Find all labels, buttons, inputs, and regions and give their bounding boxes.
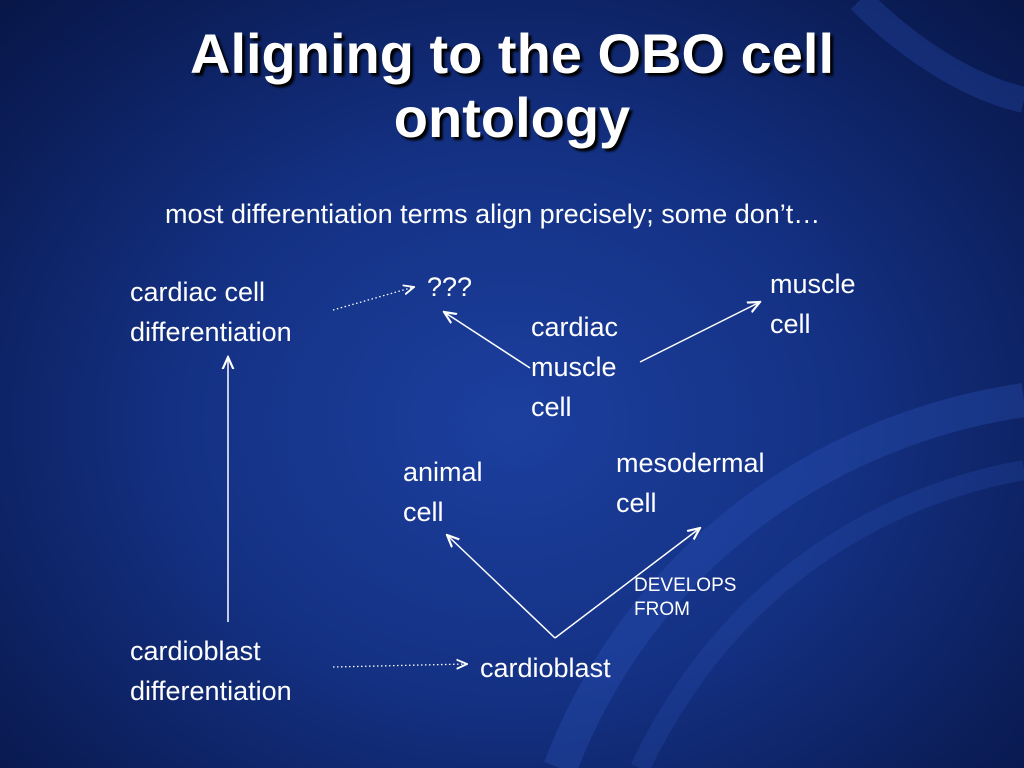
node-cardiac-muscle-cell: cardiac muscle cell (531, 307, 618, 427)
edge-cardioblast-to-animal-cell (447, 535, 556, 639)
slide-title: Aligning to the OBO cell ontology (0, 22, 1024, 150)
slide-subtitle: most differentiation terms align precise… (165, 199, 821, 229)
edge-cardioblast-to-mesodermal-cell (554, 528, 700, 639)
node-label-line: cell (616, 488, 657, 518)
node-muscle-cell: muscle cell (770, 264, 856, 344)
node-label-line: differentiation (130, 317, 292, 347)
node-label-line: cell (770, 309, 811, 339)
node-label-line: cardiac cell (130, 277, 266, 307)
node-label-line: differentiation (130, 676, 292, 706)
node-unknown: ??? (427, 267, 472, 307)
slide-title-line-2: ontology (393, 86, 631, 149)
node-label-line: cell (403, 497, 444, 527)
node-animal-cell: animal cell (403, 452, 483, 532)
node-cardiac-cell-differentiation: cardiac cell differentiation (130, 272, 292, 352)
node-label-line: cell (531, 392, 572, 422)
node-label-line: mesodermal (616, 448, 765, 478)
edge-label-develops-from: DEVELOPS FROM (634, 574, 736, 622)
node-cardioblast: cardioblast (480, 648, 611, 688)
node-mesodermal-cell: mesodermal cell (616, 443, 765, 523)
edge-cardiac-muscle-cell-to-unknown (444, 312, 531, 369)
slide-title-line-1: Aligning to the OBO cell (190, 22, 834, 85)
node-label-line: cardioblast (480, 653, 611, 683)
edge-cardioblast-differentiation-to-cardioblast (332, 664, 467, 667)
edge-cardiac-muscle-cell-to-muscle-cell (639, 302, 760, 363)
edge-label-line: DEVELOPS (634, 575, 737, 596)
edge-label-line: FROM (634, 599, 690, 620)
node-label-line: cardioblast (130, 636, 261, 666)
node-label-line: muscle (531, 352, 617, 382)
edge-cardiac-cell-differentiation-to-unknown (332, 287, 414, 311)
node-label-line: ??? (427, 272, 473, 302)
node-cardioblast-differentiation: cardioblast differentiation (130, 631, 292, 711)
node-label-line: animal (403, 457, 483, 487)
node-label-line: cardiac (531, 312, 619, 342)
node-label-line: muscle (770, 269, 856, 299)
